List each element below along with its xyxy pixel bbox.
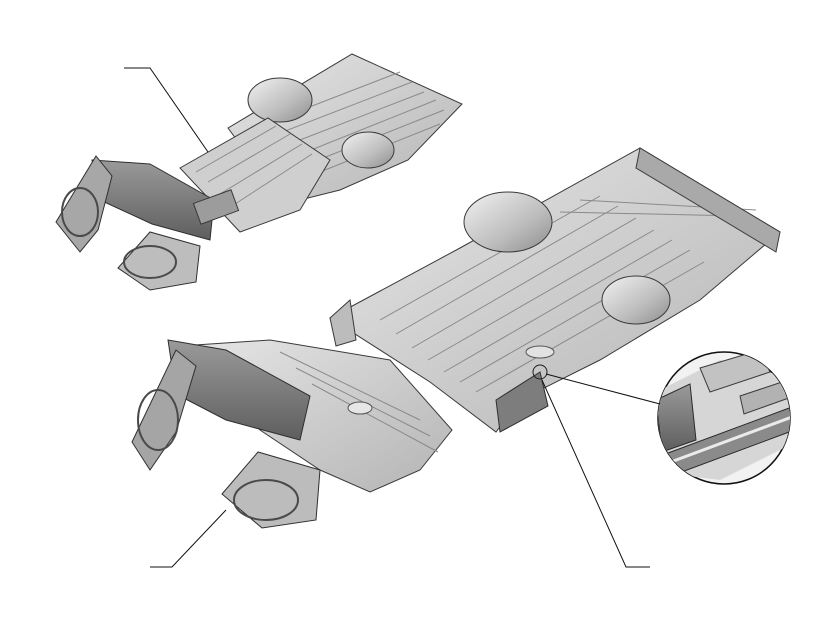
front-structure-assembly [131, 339, 453, 529]
magnified-rail-section-icon [658, 352, 790, 481]
leader-line-full-underbody [124, 67, 209, 153]
rear-floor-assembly [329, 147, 781, 433]
detail-inset [657, 351, 791, 485]
full-underbody-assembly [55, 53, 463, 291]
leader-line-detail-inset [545, 373, 661, 405]
leader-line-front-structure [150, 509, 227, 568]
leader-line-rear-floor [541, 379, 650, 568]
